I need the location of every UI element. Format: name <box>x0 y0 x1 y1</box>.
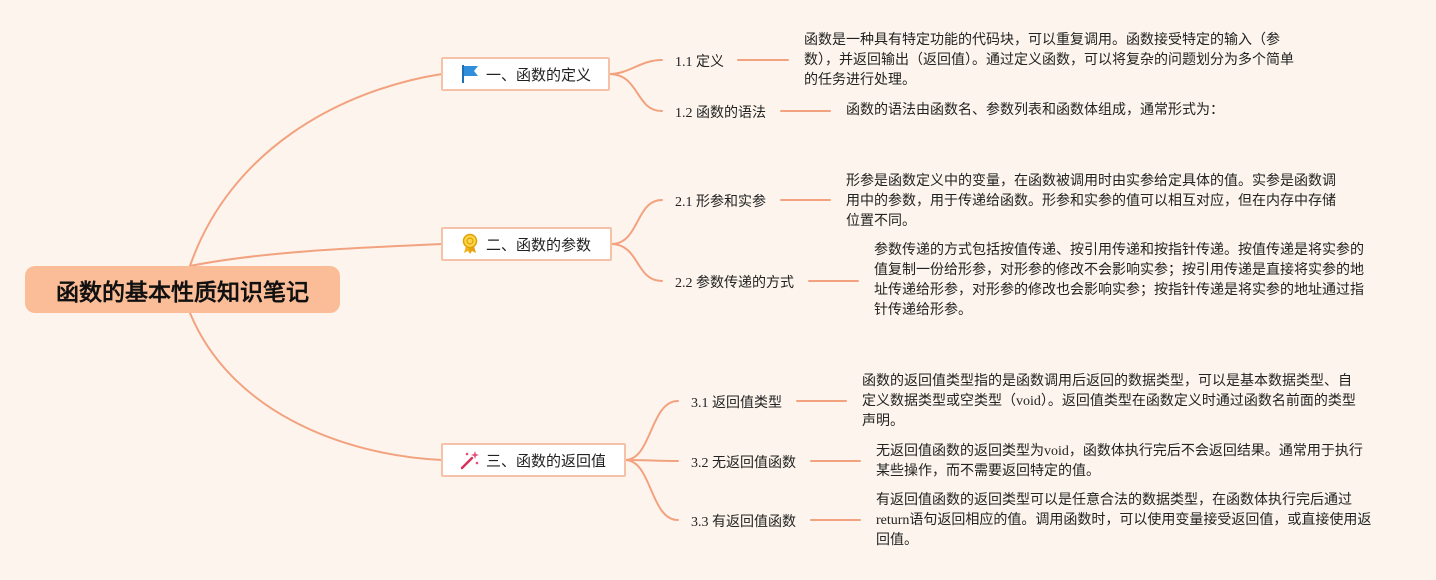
link-branch-2-sub-2 <box>610 243 663 282</box>
blue-flag-icon <box>459 63 481 85</box>
leaf-note-2-2[interactable]: 参数传递的方式包括按值传递、按引用传递和按指针传递。按值传递是将实参的值复制一份… <box>874 243 1364 318</box>
sub-topic-1-1[interactable]: 1.1 定义 <box>675 55 724 70</box>
link-branch-3-sub-2 <box>624 459 679 462</box>
leaf-note-2-1[interactable]: 形参是函数定义中的变量，在函数被调用时由实参给定具体的值。实参是函数调用中的参数… <box>846 174 1336 229</box>
link-branch-1-sub-2 <box>608 73 663 112</box>
leaf-note-1-1[interactable]: 函数是一种具有特定功能的代码块，可以重复调用。函数接受特定的输入（参数），并返回… <box>804 33 1294 88</box>
leaf-note-3-1[interactable]: 函数的返回值类型指的是函数调用后返回的数据类型，可以是基本数据类型、自定义数据类… <box>862 374 1356 429</box>
link-branch-2-sub-1 <box>610 199 663 245</box>
branch-node-parameters[interactable]: 二、函数的参数 <box>441 227 612 261</box>
link-branch-3-sub-3 <box>624 459 679 521</box>
award-medal-icon <box>459 233 481 255</box>
sub-topic-3-3[interactable]: 3.3 有返回值函数 <box>691 515 796 530</box>
link-root-branch-3 <box>189 312 443 461</box>
branch-node-definition[interactable]: 一、函数的定义 <box>441 57 610 91</box>
sub-topic-3-2[interactable]: 3.2 无返回值函数 <box>691 456 796 471</box>
root-node[interactable]: 函数的基本性质知识笔记 <box>25 266 340 313</box>
branch-label: 一、函数的定义 <box>486 65 592 84</box>
branch-label: 三、函数的返回值 <box>486 451 607 470</box>
leaf-note-1-2[interactable]: 函数的语法由函数名、参数列表和函数体组成，通常形式为： <box>846 103 1224 118</box>
link-branch-3-sub-1 <box>624 400 679 461</box>
leaf-note-3-2[interactable]: 无返回值函数的返回类型为void，函数体执行完后不会返回结果。通常用于执行某些操… <box>876 444 1363 479</box>
sub-topic-2-2[interactable]: 2.2 参数传递的方式 <box>675 276 794 291</box>
branch-label: 二、函数的参数 <box>486 235 592 254</box>
sub-topic-3-1[interactable]: 3.1 返回值类型 <box>691 396 782 411</box>
branch-node-return-value[interactable]: 三、函数的返回值 <box>441 443 626 477</box>
link-root-branch-2 <box>189 243 443 267</box>
link-branch-1-sub-1 <box>608 59 663 75</box>
magic-wand-icon <box>459 449 481 471</box>
root-title: 函数的基本性质知识笔记 <box>56 279 309 306</box>
sub-topic-1-2[interactable]: 1.2 函数的语法 <box>675 106 766 121</box>
link-root-branch-1 <box>189 73 443 267</box>
leaf-note-3-3[interactable]: 有返回值函数的返回类型可以是任意合法的数据类型，在函数体执行完后通过return… <box>876 493 1372 548</box>
sub-topic-2-1[interactable]: 2.1 形参和实参 <box>675 195 766 210</box>
